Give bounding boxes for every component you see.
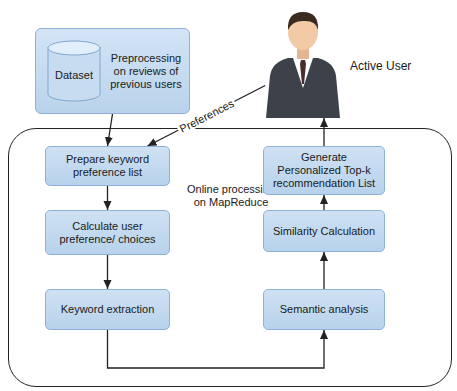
- mapreduce-region: Online processing on MapReducePrepare ke…: [8, 128, 452, 387]
- process-box: Keyword extraction: [45, 289, 170, 330]
- process-box: Semantic analysis: [263, 289, 385, 330]
- actor-label: Active User: [350, 60, 411, 73]
- box-label: Calculate user preference/ choices: [46, 220, 169, 246]
- text-area: Dataset: [47, 54, 101, 96]
- dataset-cylinder: Dataset: [47, 40, 101, 102]
- box-label: Preprocessing on reviews of previous use…: [106, 52, 186, 91]
- preprocessing-box: Preprocessing on reviews of previous use…: [35, 28, 190, 114]
- process-box: Prepare keyword preference list: [45, 146, 170, 186]
- process-box: Generate Personalized Top-k recommendati…: [263, 146, 385, 195]
- flow-arrow: [323, 252, 324, 289]
- person-icon: [262, 2, 344, 118]
- flow-arrow: [108, 330, 325, 368]
- process-box: Similarity Calculation: [263, 210, 385, 252]
- process-box: Calculate user preference/ choices: [45, 210, 170, 255]
- cylinder-label: Dataset: [55, 69, 93, 82]
- box-label: Similarity Calculation: [267, 225, 381, 238]
- box-label: Keyword extraction: [55, 303, 161, 316]
- flow-arrow: [108, 114, 113, 146]
- flow-arrow: [107, 255, 108, 289]
- flow-arrow: [323, 195, 324, 210]
- flow-arrow: [107, 186, 108, 210]
- box-label: Semantic analysis: [274, 303, 375, 316]
- active-user: Active User: [262, 2, 422, 118]
- box-label: Generate Personalized Top-k recommendati…: [264, 151, 384, 190]
- flow-arrow: [323, 118, 324, 146]
- text-area: Preprocessing on reviews of previous use…: [106, 29, 186, 113]
- box-label: Prepare keyword preference list: [46, 153, 169, 179]
